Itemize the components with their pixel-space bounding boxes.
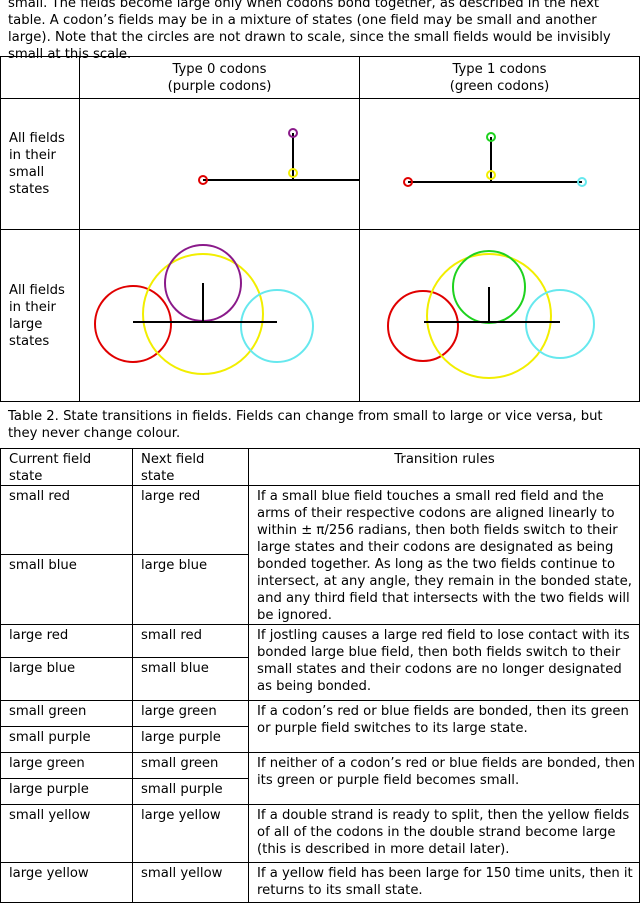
current-state-cell: small red (0, 485, 133, 555)
type0-large-diagram (94, 244, 314, 375)
next-state-cell: small green (132, 752, 249, 779)
red-field (94, 285, 172, 363)
type0-small-figure (79, 98, 360, 230)
green-field (486, 132, 496, 142)
table-row: small green large green If a codon’s red… (0, 700, 640, 753)
red-field (198, 175, 208, 185)
codon-figure-table: Type 0 codons (purple codons) Type 1 cod… (0, 56, 640, 402)
next-state-cell: large purple (132, 726, 249, 753)
row-label-large: All fields in their large states (0, 229, 80, 402)
table-row: large purple small purple (0, 778, 640, 805)
current-state-cell: large purple (0, 778, 133, 805)
yellow-field (486, 170, 496, 180)
type1-small-figure (359, 98, 640, 230)
corner-cell (0, 56, 80, 99)
header-transition-rules: Transition rules (248, 448, 640, 486)
current-state-cell: large blue (0, 657, 133, 701)
row-label-small: All fields in their small states (0, 98, 80, 230)
blue-field (577, 177, 587, 187)
next-state-cell: small purple (132, 778, 249, 805)
table2-caption: Table 2. State transitions in fields. Fi… (8, 409, 603, 441)
rule-cell: If jostling causes a large red field to … (248, 624, 640, 701)
type1-small-diagram (403, 132, 587, 187)
table-row: large blue small blue (0, 657, 640, 701)
table-row: large green small green If neither of a … (0, 752, 640, 805)
type1-large-diagram (387, 250, 595, 379)
current-state-cell: large red (0, 624, 133, 658)
yellow-field (426, 253, 552, 379)
rule-cell: If a small blue field touches a small re… (248, 485, 640, 625)
red-field (403, 177, 413, 187)
table-row: small red large red If a small blue fiel… (0, 485, 640, 625)
type0-small-diagram (198, 128, 359, 185)
purple-field (288, 128, 298, 138)
type1-large-figure (359, 229, 640, 402)
rule-cell: If a codon’s red or blue fields are bond… (248, 700, 640, 753)
red-field (387, 290, 459, 362)
next-state-cell: small yellow (132, 862, 249, 903)
yellow-field (142, 253, 264, 375)
type0-large-figure (79, 229, 360, 402)
header-next-state: Next field state (132, 448, 249, 486)
intro-paragraph: small. The fields become large only when… (8, 0, 611, 62)
next-state-cell: large red (132, 485, 249, 555)
table-row: large red small red If jostling causes a… (0, 624, 640, 701)
yellow-field (288, 168, 298, 178)
header-type0: Type 0 codons (purple codons) (79, 56, 360, 99)
rule-cell: If a double strand is ready to split, th… (248, 804, 640, 863)
rule-cell: If a yellow field has been large for 150… (248, 862, 640, 903)
blue-field (240, 289, 314, 363)
current-state-cell: large yellow (0, 862, 133, 903)
state-transition-table: Current field state Next field state Tra… (0, 448, 640, 903)
next-state-cell: large blue (132, 553, 249, 626)
current-state-cell: small green (0, 700, 133, 727)
current-state-cell: small purple (0, 726, 133, 753)
rule-cell: If neither of a codon’s red or blue fiel… (248, 752, 640, 805)
header-type1: Type 1 codons (green codons) (359, 56, 640, 99)
current-state-cell: small blue (0, 553, 133, 626)
table-row: small blue large blue (0, 553, 640, 626)
table-row: small purple large purple (0, 726, 640, 753)
blue-field (525, 289, 595, 359)
next-state-cell: small blue (132, 657, 249, 701)
current-state-cell: small yellow (0, 804, 133, 863)
table-row: small yellow large yellow If a double st… (0, 804, 640, 863)
next-state-cell: small red (132, 624, 249, 658)
header-current-state: Current field state (0, 448, 133, 486)
table-row: large yellow small yellow If a yellow fi… (0, 862, 640, 903)
next-state-cell: large green (132, 700, 249, 727)
next-state-cell: large yellow (132, 804, 249, 863)
current-state-cell: large green (0, 752, 133, 779)
